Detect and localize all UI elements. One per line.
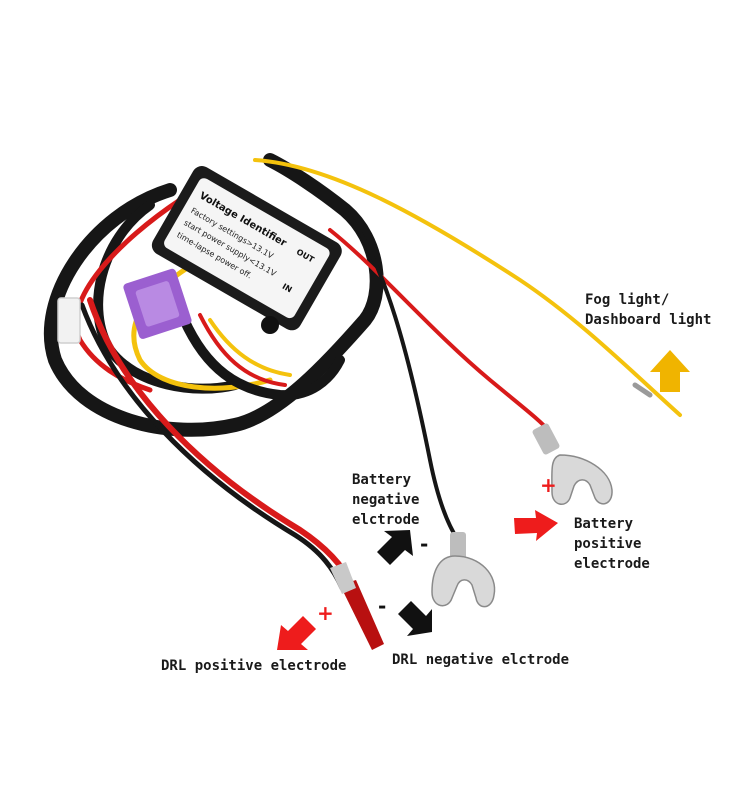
battery-positive-label: Battery positive electrode: [574, 514, 650, 574]
drl-cable-red: [87, 297, 355, 588]
battery-positive-label-line-2: positive: [574, 536, 642, 552]
white-connector: [57, 297, 81, 344]
black-wire-battery-negative: [343, 208, 460, 542]
drl-positive-label: DRL positive electrode: [161, 658, 347, 674]
drl-negative-label: DRL negative elctrode: [392, 652, 570, 668]
battery-positive-arrow: [514, 510, 558, 541]
battery-negative-terminal: [431, 532, 496, 608]
fog-light-label-line-1: Fog light/: [585, 292, 670, 308]
battery-positive-plus-sign: +: [540, 473, 557, 497]
drl-cable-end: [340, 580, 384, 650]
battery-positive-label-line-3: electrode: [574, 556, 650, 572]
battery-positive-terminal: [532, 423, 613, 505]
battery-negative-arrow: [377, 530, 413, 565]
wire-bundle-lower-red: [198, 313, 287, 387]
drl-positive-arrow: [277, 616, 316, 650]
box-grommet: [261, 316, 279, 334]
fog-light-arrow: [650, 350, 690, 392]
battery-negative-minus-sign: -: [420, 532, 429, 556]
drl-cable-black: [79, 302, 345, 591]
yellow-wire-fog: [253, 158, 682, 417]
voltage-identifier-box: Voltage Identifier Factory settings>13.1…: [151, 166, 342, 331]
battery-negative-label-line-1: Battery: [352, 472, 412, 488]
yellow-wire-stripped-end: [632, 382, 653, 398]
battery-negative-label-line-2: negative: [352, 492, 420, 508]
wire-bundle-lower-yellow: [208, 318, 292, 377]
battery-negative-label-line-3: elctrode: [352, 512, 420, 528]
fog-light-label: Fog light/ Dashboard light: [585, 290, 711, 330]
drl-negative-minus-sign: -: [378, 594, 387, 618]
red-wire-battery-positive: [328, 228, 552, 434]
battery-negative-label: Battery negative elctrode: [352, 470, 419, 530]
battery-positive-label-line-1: Battery: [574, 516, 634, 532]
drl-positive-plus-sign: +: [317, 601, 334, 625]
drl-cable-tip: [330, 562, 356, 594]
fuse: [123, 268, 192, 339]
wire-bundle-lower: [175, 305, 345, 401]
fog-light-label-line-2: Dashboard light: [585, 312, 712, 328]
module-in-label: IN: [281, 282, 294, 295]
drl-negative-arrow: [398, 601, 432, 636]
